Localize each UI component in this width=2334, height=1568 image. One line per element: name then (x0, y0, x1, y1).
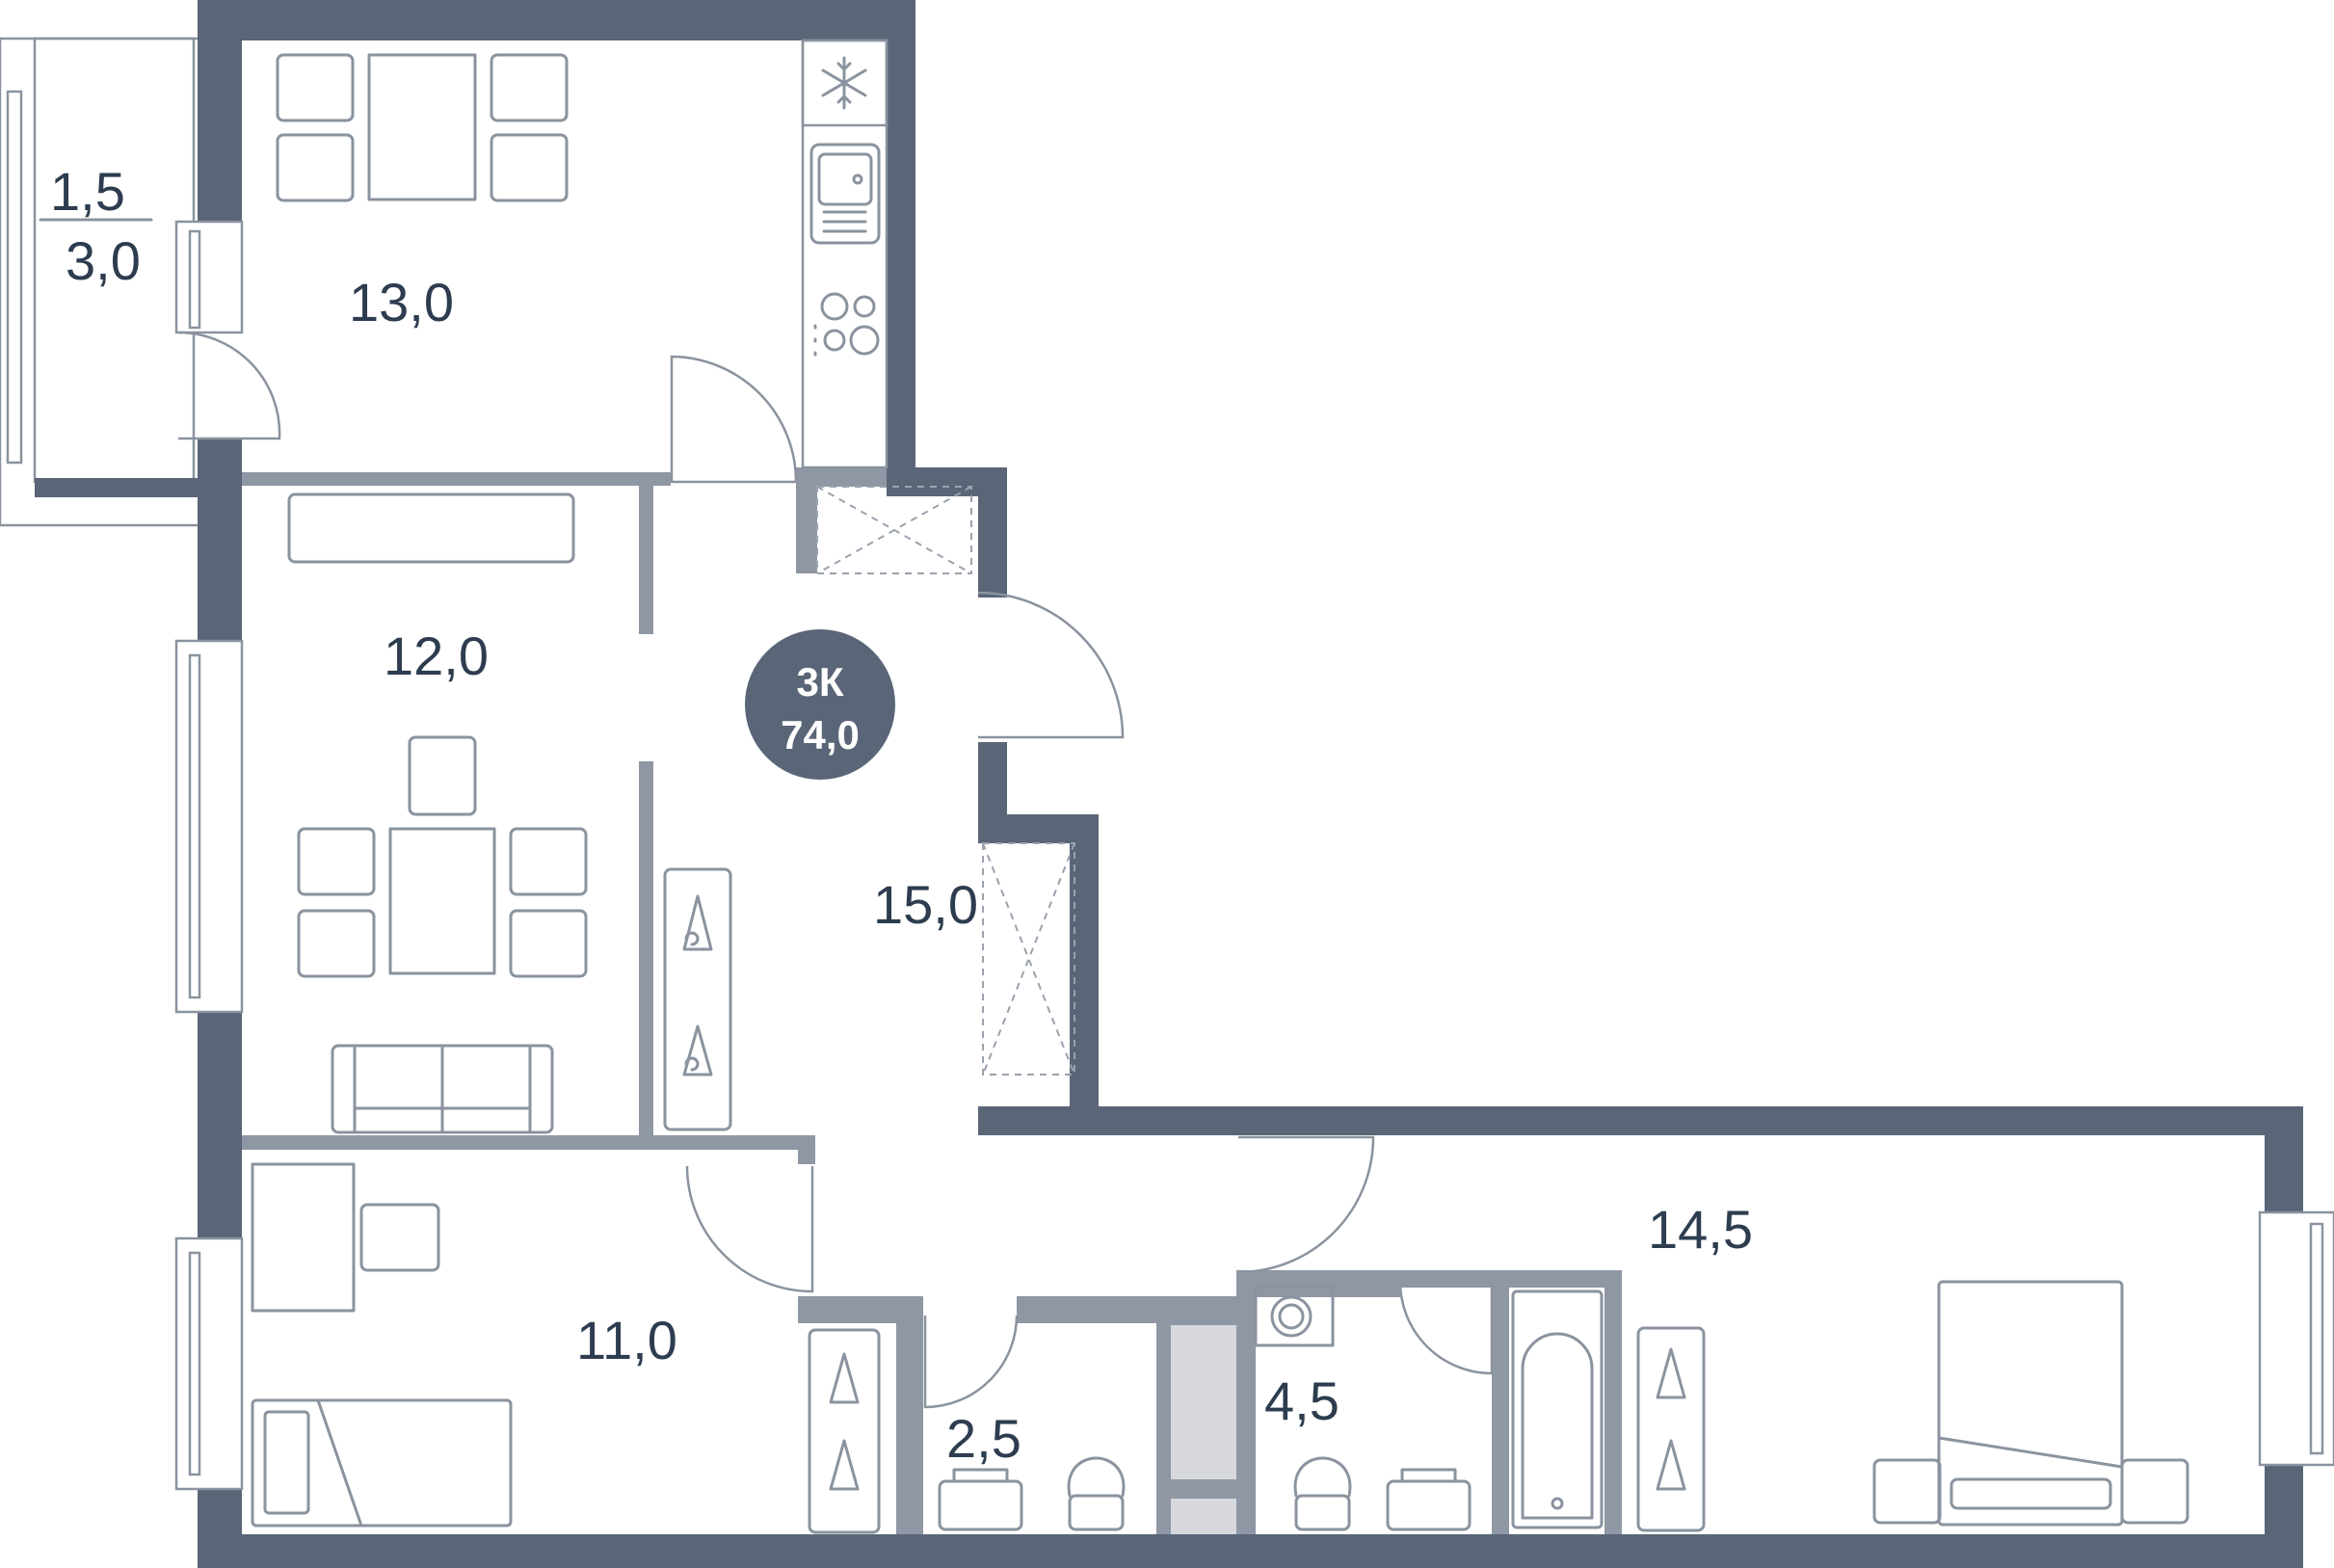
sink-icon (809, 143, 881, 245)
hanger-icon (808, 1328, 881, 1534)
sink-icon (938, 1468, 1023, 1531)
chair-icon (408, 735, 477, 816)
wc-area-label: 2,5 (946, 1408, 1021, 1469)
bed-icon (1872, 1280, 2189, 1527)
master-bedroom-area-label: 14,5 (1648, 1199, 1753, 1260)
toilet-icon (1293, 1456, 1352, 1531)
toilet-icon (1067, 1456, 1126, 1531)
chair-icon (276, 53, 355, 122)
apartment-type-label: 3К (797, 659, 844, 704)
apartment-total-area-label: 74,0 (781, 712, 860, 757)
bed-icon (251, 1398, 513, 1528)
hanger-icon (1636, 1326, 1706, 1532)
sofa-icon (331, 1044, 554, 1134)
apartment-badge: 3К 74,0 (745, 629, 895, 780)
kitchen-area-label: 13,0 (349, 272, 454, 332)
balcony-area-sub-label: 3,0 (66, 230, 141, 291)
doors (177, 331, 1494, 1409)
windows (174, 220, 2334, 1491)
sink-icon (1386, 1468, 1472, 1531)
partitions (242, 467, 1622, 1534)
room-labels: 1,5 3,0 13,0 12,0 15,0 11,0 2,5 4,5 14,5 (39, 161, 1753, 1469)
snowflake-icon (821, 56, 867, 110)
table-icon (388, 827, 496, 975)
wc-fixtures (938, 1456, 1126, 1531)
living-room-furniture (287, 492, 732, 1134)
outer-walls (35, 0, 2303, 1568)
washing-machine-icon (1254, 1286, 1335, 1347)
kitchen-counter (801, 39, 889, 469)
stove-icon (813, 292, 880, 357)
small-bedroom-furniture (251, 1162, 881, 1534)
chair-icon (359, 1203, 440, 1272)
bathroom-fixtures (1254, 1286, 1604, 1531)
small-bedroom-area-label: 11,0 (576, 1310, 677, 1370)
master-bedroom-furniture (1636, 1280, 2189, 1532)
hallway-area-label: 15,0 (873, 874, 978, 935)
hanger-icon (663, 867, 732, 1131)
hallway-wardrobes (816, 486, 1075, 1076)
balcony-area-label: 1,5 (50, 161, 125, 222)
living-room-area-label: 12,0 (384, 625, 489, 686)
table-icon (367, 53, 477, 201)
bathroom-area-label: 4,5 (1264, 1370, 1339, 1431)
bathtub-icon (1511, 1289, 1604, 1529)
kitchen-dining-set (276, 53, 569, 202)
